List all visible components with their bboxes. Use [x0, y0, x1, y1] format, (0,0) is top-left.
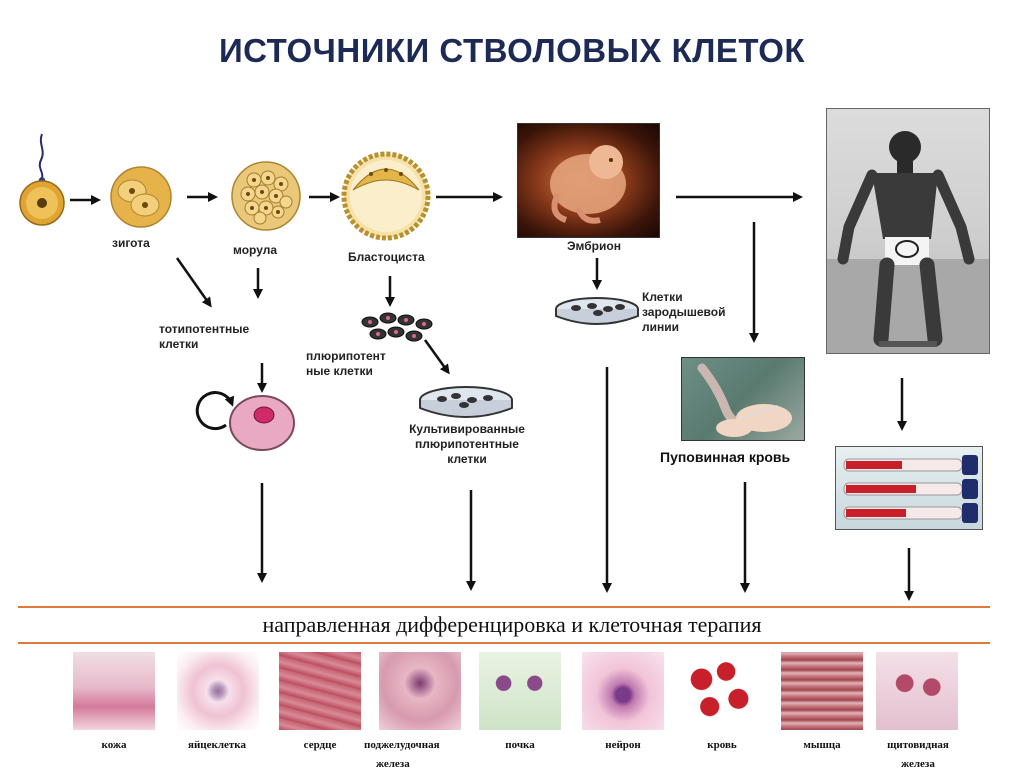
tissue-label-muscle: мышца [781, 736, 863, 755]
petri-dish-germline [555, 297, 639, 325]
pluripotent-cells-illustration [361, 312, 433, 342]
blastocyst-illustration [341, 151, 431, 241]
tissue-label-neuron: нейрон [582, 736, 664, 755]
tissue-label-egg-text: яйцеклетка [188, 739, 246, 751]
tissue-label-skin-text: кожа [101, 739, 127, 751]
germline-label-line3: линии [642, 320, 680, 334]
totipotent-label-line2: клетки [159, 337, 199, 351]
tissue-image-neuron [582, 652, 664, 730]
self-renew-arrow [195, 391, 235, 431]
tissue-image-egg [177, 652, 259, 730]
tissue-image-muscle [781, 652, 863, 730]
tissue-label-kidney: почка [479, 736, 561, 755]
germline-label: Клетки зародышевой линии [642, 290, 725, 335]
tissue-image-kidney [479, 652, 561, 730]
zygote-illustration [110, 166, 172, 228]
germline-label-line2: зародышевой [642, 305, 726, 319]
tissue-label-pancreas-text: поджелудочная [364, 739, 440, 751]
tissue-label-pancreas: поджелудочная железа [364, 736, 476, 774]
totipotent-label-line1: тотипотентные [159, 322, 250, 336]
zygote-label: зигота [112, 236, 150, 250]
tissue-image-heart [279, 652, 361, 730]
tissue-image-skin [73, 652, 155, 730]
tissue-label-kidney-text: почка [505, 739, 535, 751]
therapy-banner: направленная дифференцировка и клеточная… [262, 612, 762, 637]
pluripotent-label: плюрипотент ные клетки [306, 349, 386, 379]
tissue-label-skin: кожа [73, 736, 155, 755]
tissue-label-pancreas-text2: железа [376, 758, 410, 770]
cultured-label: Культивированные плюрипотентные клетки [401, 422, 533, 467]
blood-tubes-photo [835, 446, 983, 530]
tissue-label-egg: яйцеклетка [167, 736, 267, 755]
morula-label: морула [233, 243, 278, 257]
blastocyst-label: Бластоциста [348, 250, 425, 264]
arrow-zygote-totipotent [175, 257, 212, 308]
tissue-image-thyroid [876, 652, 958, 730]
petri-dish-cultured [419, 386, 513, 418]
banner-rule-top [18, 606, 990, 608]
morula-illustration [231, 161, 301, 231]
umbilical-cord-photo [681, 357, 805, 441]
cultured-label-line1: Культивированные [409, 422, 525, 436]
tissue-image-blood [681, 652, 763, 730]
arrow-pluripotent-cultured [423, 339, 450, 375]
tissue-image-pancreas [379, 652, 461, 730]
pluripotent-label-line1: плюрипотент [306, 349, 386, 363]
totipotent-label: тотипотентные клетки [159, 322, 249, 352]
embryo-photo [517, 123, 660, 238]
pluripotent-label-line2: ные клетки [306, 364, 373, 378]
banner-rule-bottom [18, 642, 990, 644]
tissue-label-muscle-text: мышца [803, 739, 841, 751]
tissue-label-heart: сердце [279, 736, 361, 755]
embryo-label: Эмбрион [567, 239, 621, 253]
cord-blood-label: Пуповинная кровь [660, 449, 791, 465]
totipotent-cell-illustration [229, 395, 295, 451]
tissue-label-thyroid-text: щитовидная [887, 739, 949, 751]
adult-man-photo [826, 108, 990, 354]
tissue-label-neuron-text: нейрон [605, 739, 641, 751]
cultured-label-line3: клетки [447, 452, 487, 466]
sperm-egg-illustration [19, 133, 65, 226]
page-title: ИСТОЧНИКИ СТВОЛОВЫХ КЛЕТОК [218, 32, 806, 69]
tissue-label-thyroid-text2: железа [901, 758, 935, 770]
tissue-label-blood-text: кровь [707, 739, 737, 751]
tissue-label-blood: кровь [681, 736, 763, 755]
tissue-label-thyroid: щитовидная железа [868, 736, 968, 774]
tissue-label-heart-text: сердце [303, 739, 337, 751]
cultured-label-line2: плюрипотентные [415, 437, 519, 451]
germline-label-line1: Клетки [642, 290, 683, 304]
